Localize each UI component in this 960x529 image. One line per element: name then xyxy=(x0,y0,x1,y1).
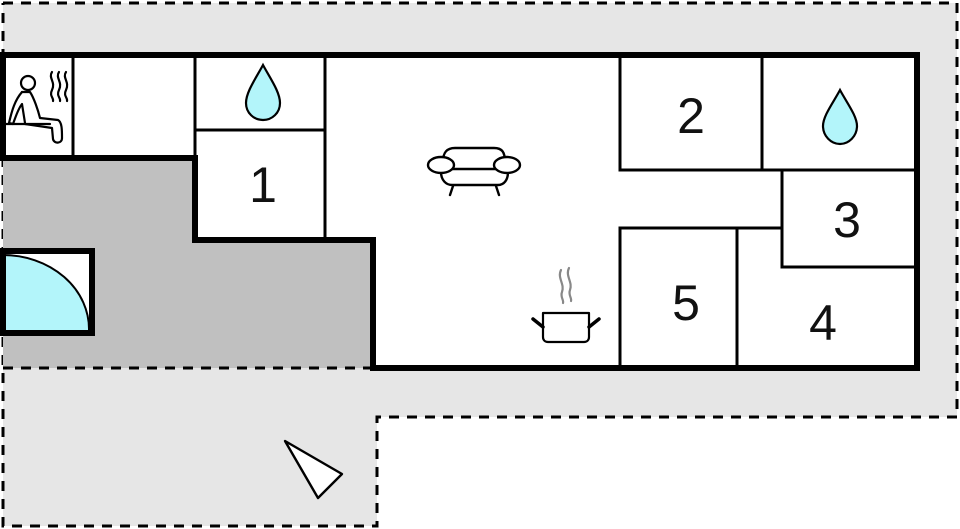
sauna-icon xyxy=(4,70,69,144)
pool-icon xyxy=(0,248,95,336)
sofa-icon xyxy=(426,146,522,197)
room-label-5: 5 xyxy=(672,275,700,331)
water-drop-icon xyxy=(821,87,859,146)
interior-walls xyxy=(71,55,917,368)
water-drop-icon xyxy=(244,62,282,122)
exterior-walls xyxy=(0,52,920,371)
room-label-3: 3 xyxy=(833,192,861,248)
north-arrow-icon xyxy=(283,439,344,500)
cooking-pot-icon xyxy=(531,266,601,344)
building xyxy=(0,52,920,371)
room-label-2: 2 xyxy=(677,88,705,144)
room-label-1: 1 xyxy=(249,157,277,213)
room-label-4: 4 xyxy=(809,295,837,351)
terrace xyxy=(3,158,373,370)
